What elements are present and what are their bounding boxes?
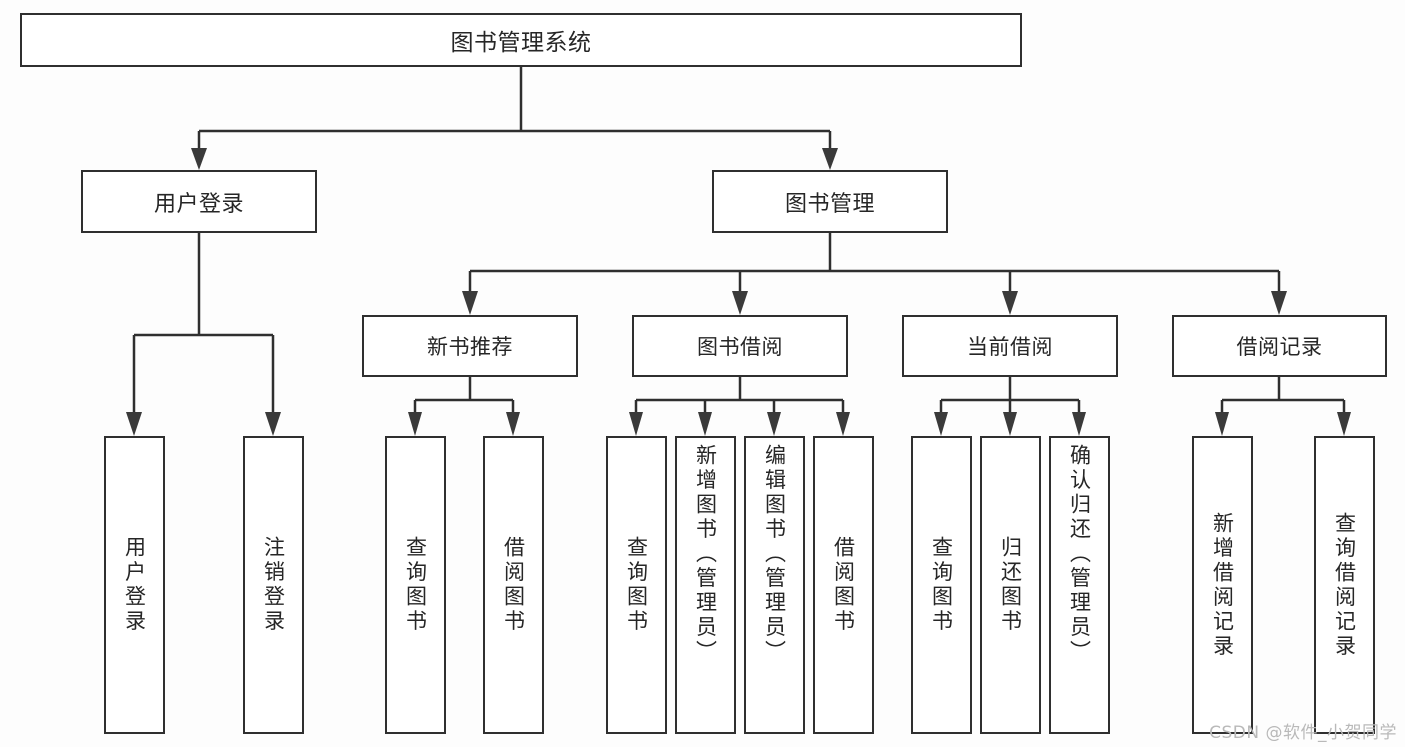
leaf-query-book-current[interactable]: 查询图书 bbox=[911, 436, 972, 734]
arrow-to-borrow-record bbox=[1271, 291, 1287, 315]
leaf-add-book-admin[interactable]: 新增图书（管理员） bbox=[675, 436, 736, 734]
node-label: 用户登录 bbox=[122, 536, 147, 634]
arrow-leaf-add-record bbox=[1215, 412, 1229, 436]
node-new-book-recommend[interactable]: 新书推荐 bbox=[362, 315, 578, 377]
arrow-leaf-add-book bbox=[698, 412, 712, 436]
node-current-borrow[interactable]: 当前借阅 bbox=[902, 315, 1118, 377]
node-label: 借阅图书 bbox=[501, 536, 526, 634]
node-label: 新增图书（管理员） bbox=[693, 444, 718, 665]
node-label: 查询图书 bbox=[624, 536, 649, 634]
node-book-borrow[interactable]: 图书借阅 bbox=[632, 315, 848, 377]
arrow-to-user-login bbox=[191, 148, 207, 170]
node-label: 归还图书 bbox=[998, 536, 1023, 634]
node-label: 编辑图书（管理员） bbox=[762, 444, 787, 665]
node-user-login[interactable]: 用户登录 bbox=[81, 170, 317, 233]
arrow-to-book-borrow bbox=[732, 291, 748, 315]
node-label: 查询图书 bbox=[403, 536, 428, 634]
node-label: 借阅图书 bbox=[831, 536, 856, 634]
leaf-borrow-book-recommend[interactable]: 借阅图书 bbox=[483, 436, 544, 734]
arrow-leaf-borrow-book-b bbox=[836, 412, 850, 436]
arrow-leaf-borrow-book-a bbox=[506, 412, 520, 436]
arrow-to-book-mgmt bbox=[822, 148, 838, 170]
node-label: 图书借阅 bbox=[697, 335, 783, 359]
leaf-edit-book-admin[interactable]: 编辑图书（管理员） bbox=[744, 436, 805, 734]
leaf-logout[interactable]: 注销登录 bbox=[243, 436, 304, 734]
node-label: 注销登录 bbox=[261, 536, 286, 634]
leaf-query-book-borrow[interactable]: 查询图书 bbox=[606, 436, 667, 734]
leaf-confirm-return-admin[interactable]: 确认归还（管理员） bbox=[1049, 436, 1110, 734]
arrow-to-new-book bbox=[462, 291, 478, 315]
arrow-leaf-query-record bbox=[1337, 412, 1351, 436]
leaf-borrow-book[interactable]: 借阅图书 bbox=[813, 436, 874, 734]
node-borrow-record[interactable]: 借阅记录 bbox=[1172, 315, 1387, 377]
leaf-return-book[interactable]: 归还图书 bbox=[980, 436, 1041, 734]
leaf-user-login[interactable]: 用户登录 bbox=[104, 436, 165, 734]
node-label: 确认归还（管理员） bbox=[1067, 444, 1092, 665]
arrow-leaf-edit-book bbox=[767, 412, 781, 436]
arrow-leaf-query-book-c bbox=[934, 412, 948, 436]
arrow-leaf-user-login bbox=[126, 412, 142, 436]
leaf-add-borrow-record[interactable]: 新增借阅记录 bbox=[1192, 436, 1253, 734]
node-label: 查询借阅记录 bbox=[1332, 511, 1357, 659]
arrow-leaf-return-book bbox=[1003, 412, 1017, 436]
leaf-query-borrow-record[interactable]: 查询借阅记录 bbox=[1314, 436, 1375, 734]
arrow-leaf-confirm-return bbox=[1072, 412, 1086, 436]
node-label: 查询图书 bbox=[929, 536, 954, 634]
arrow-to-current-borrow bbox=[1002, 291, 1018, 315]
csdn-watermark: CSDN @软件_小贺同学 bbox=[1209, 723, 1397, 743]
arrow-leaf-query-book-a bbox=[408, 412, 422, 436]
arrow-leaf-query-book-b bbox=[629, 412, 643, 436]
node-label: 图书管理 bbox=[784, 191, 875, 217]
node-label: 新增借阅记录 bbox=[1210, 511, 1235, 659]
node-root-book-management-system[interactable]: 图书管理系统 bbox=[20, 13, 1022, 67]
node-label: 当前借阅 bbox=[967, 335, 1053, 359]
arrow-leaf-logout bbox=[265, 412, 281, 436]
node-label: 新书推荐 bbox=[427, 335, 513, 359]
node-book-management[interactable]: 图书管理 bbox=[712, 170, 948, 233]
node-label: 用户登录 bbox=[153, 191, 244, 217]
leaf-query-book-recommend[interactable]: 查询图书 bbox=[385, 436, 446, 734]
node-label: 图书管理系统 bbox=[450, 30, 592, 56]
node-label: 借阅记录 bbox=[1236, 335, 1323, 359]
